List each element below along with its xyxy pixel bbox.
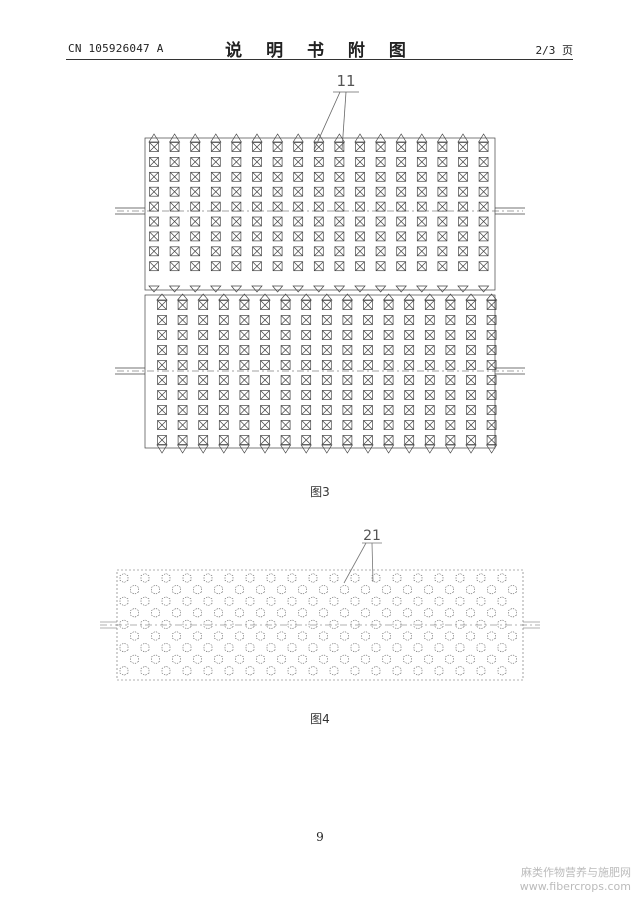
figure-3-roller-drawing <box>115 91 525 454</box>
page-indicator: 2/3 页 <box>535 44 574 57</box>
tooth-column <box>403 293 415 454</box>
tooth-column <box>156 293 168 454</box>
tooth-column <box>189 133 201 293</box>
figure-4-callout-label: 21 <box>363 528 381 544</box>
document-title: 说 明 书 附 图 <box>225 41 415 61</box>
tooth-column <box>176 293 189 454</box>
roller-body <box>115 133 525 293</box>
tooth-column <box>444 293 457 454</box>
tooth-column <box>259 293 271 454</box>
tooth-column <box>197 293 209 454</box>
tooth-column <box>374 133 387 293</box>
tooth-column <box>424 293 436 454</box>
tooth-column <box>485 293 498 454</box>
tooth-column <box>230 133 243 293</box>
tooth-column <box>457 133 469 293</box>
figure-4-leader-lines <box>343 542 382 584</box>
tooth-column <box>292 133 304 293</box>
figure-3-caption: 图3 <box>310 485 330 499</box>
watermark-site-name: 麻类作物营养与施肥网 <box>521 866 631 879</box>
tooth-column <box>341 293 354 454</box>
roller-body <box>115 293 525 454</box>
tooth-column <box>321 293 333 454</box>
page-number: 9 <box>316 830 324 844</box>
tooth-column <box>395 133 407 293</box>
hex-roller-body <box>100 569 540 681</box>
figure-3-callout-label: 11 <box>336 72 355 90</box>
tooth-column <box>354 133 366 293</box>
figure-4-caption: 图4 <box>310 712 330 726</box>
tooth-column <box>333 133 346 293</box>
tooth-column <box>465 293 477 454</box>
header-rule <box>66 59 573 60</box>
tooth-column <box>238 293 251 454</box>
tooth-column <box>251 133 263 293</box>
tooth-column <box>168 133 181 293</box>
tooth-column <box>313 133 325 293</box>
tooth-column <box>477 133 490 293</box>
figure-3-leader-lines <box>313 91 359 151</box>
tooth-column <box>382 293 395 454</box>
tooth-column <box>271 133 284 293</box>
tooth-column <box>416 133 428 293</box>
figure-4-roller-drawing <box>100 542 540 681</box>
hex-pattern <box>119 573 517 676</box>
tooth-column <box>362 293 374 454</box>
tooth-column <box>300 293 312 454</box>
tooth-column <box>279 293 292 454</box>
tooth-column <box>148 133 160 293</box>
watermark: 麻类作物营养与施肥网 www.fibercrops.com <box>520 866 631 894</box>
watermark-url: www.fibercrops.com <box>519 880 631 893</box>
tooth-column <box>218 293 230 454</box>
document-number: CN 105926047 A <box>68 42 164 55</box>
tooth-column <box>210 133 222 293</box>
tooth-column <box>436 133 449 293</box>
